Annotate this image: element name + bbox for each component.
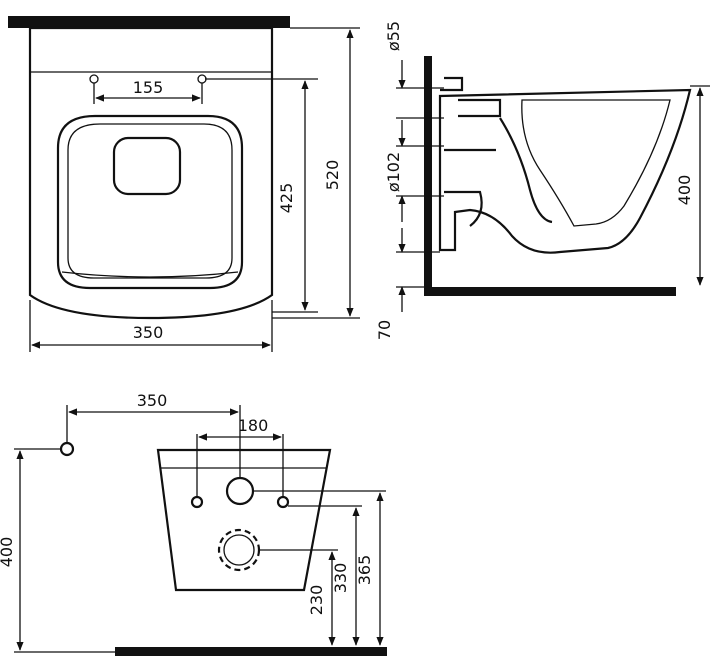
wall [424, 56, 432, 296]
bowl-profile [438, 88, 692, 254]
top-view: 155 425 520 350 [8, 16, 360, 352]
seat-front-band [61, 271, 239, 278]
seat-lid [112, 136, 182, 196]
dim-inner-length: 425 [277, 183, 296, 214]
mount-hole-left [89, 74, 99, 84]
bowl-inner-profile [521, 99, 671, 227]
rear-view: 350 180 400 230 330 365 [0, 391, 387, 656]
dim-rear-height: 400 [0, 537, 16, 568]
bolt-left [190, 495, 204, 509]
outlet-pipe [444, 148, 496, 227]
side-view: ø55 ø102 400 70 [375, 21, 710, 340]
inlet-circle [225, 476, 255, 506]
dim-overall-length: 520 [323, 160, 342, 191]
dim-outlet-height: 230 [307, 585, 326, 616]
mount-hole-right [197, 74, 207, 84]
dim-bolt-spacing: 180 [238, 416, 269, 435]
dim-outlet-offset: 350 [137, 391, 168, 410]
dim-side-height: 400 [675, 175, 694, 206]
rear-floor-bar [115, 647, 387, 656]
dim-inlet-height: 365 [355, 555, 374, 586]
bolt-right [276, 495, 290, 509]
dim-bolt-height: 330 [331, 563, 350, 594]
floor [424, 287, 676, 296]
inlet-pipe [440, 76, 502, 118]
outlet-circle [217, 528, 261, 572]
dim-width: 350 [133, 323, 164, 342]
rear-outline [156, 448, 332, 592]
bowl-outline [28, 26, 274, 320]
reference-hole [59, 441, 75, 457]
dim-outlet-diameter: ø102 [384, 152, 403, 192]
top-wall-bar [8, 16, 290, 28]
dim-floor-gap: 70 [375, 320, 394, 340]
dim-mount-spacing: 155 [133, 78, 164, 97]
seat-inner [67, 123, 233, 279]
trap-channel [499, 117, 553, 224]
dim-inlet-diameter: ø55 [384, 21, 403, 51]
seat-outer [56, 114, 244, 290]
